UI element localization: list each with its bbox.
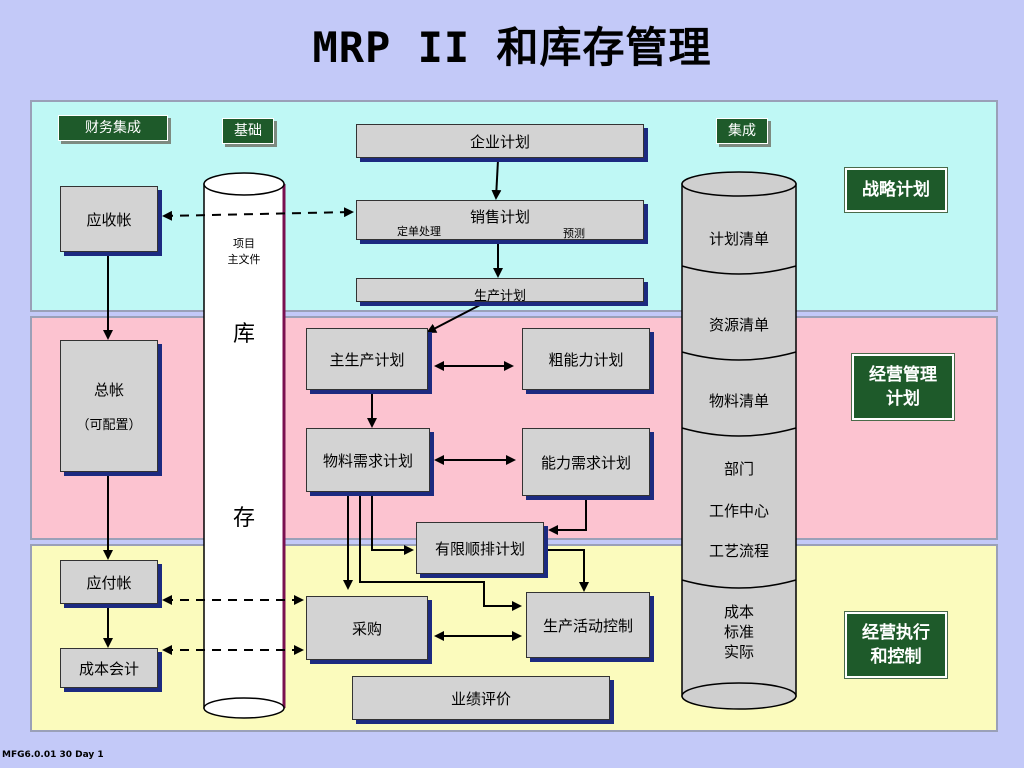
capacity-requirements-box: 能力需求计划: [522, 428, 650, 496]
general-ledger-label: 总帐: [93, 381, 124, 399]
page-title: MRP II 和库存管理: [312, 23, 712, 72]
purchasing-box: 采购: [306, 596, 428, 660]
inventory-char-cun: 存: [232, 506, 255, 531]
mrp-box: 物料需求计划: [306, 428, 430, 492]
forecast-label: 预测: [563, 227, 585, 240]
execution-control-label: 经营执行 和控制: [845, 612, 947, 678]
work-center-label: 工作中心: [708, 502, 769, 520]
production-plan-label: 生产计划: [473, 288, 526, 304]
sales-plan-label: 销售计划: [469, 207, 530, 226]
rough-cut-capacity-box: 粗能力计划: [522, 328, 650, 390]
business-plan-label: 企业计划: [469, 132, 530, 151]
performance-label: 业绩评价: [450, 689, 511, 708]
general-ledger-note: （可配置）: [76, 418, 142, 433]
accounts-payable-box: 应付帐: [60, 560, 158, 604]
strategic-plan-text: 战略计划: [862, 180, 930, 200]
accounts-receivable-box: 应收帐: [60, 186, 158, 252]
execution-control-text: 经营执行 和控制: [862, 623, 930, 667]
sales-plan-box: 销售计划 定单处理 预测: [356, 200, 644, 240]
finite-scheduling-box: 有限顺排计划: [416, 522, 544, 574]
finite-scheduling-label: 有限顺排计划: [434, 539, 525, 558]
production-activity-control-box: 生产活动控制: [526, 592, 650, 658]
mrp-label: 物料需求计划: [322, 451, 413, 470]
foundation-tag: 基础: [222, 118, 274, 144]
integration-tag: 集成: [716, 118, 768, 144]
operation-plan-text: 经营管理 计划: [869, 365, 937, 409]
cost-accounting-box: 成本会计: [60, 648, 158, 688]
purchasing-label: 采购: [351, 619, 382, 638]
master-production-schedule-box: 主生产计划: [306, 328, 428, 390]
item-master-label: 项目 主文件: [227, 237, 261, 266]
database-cylinder: [681, 171, 797, 710]
production-plan-box: 生产计划: [356, 278, 644, 304]
strategic-plan-label: 战略计划: [845, 168, 947, 212]
pac-label: 生产活动控制: [542, 616, 633, 635]
accounts-payable-label: 应付帐: [86, 573, 132, 592]
cost-accounting-label: 成本会计: [78, 659, 139, 678]
finance-integration-tag: 财务集成: [58, 115, 168, 141]
crp-label: 能力需求计划: [540, 453, 631, 472]
footer-code: MFG6.0.01 30 Day 1: [2, 750, 104, 760]
planning-bill-label: 计划清单: [708, 230, 769, 248]
cost-standard-actual-label: 成本 标准 实际: [723, 603, 754, 661]
inventory-char-ku: 库: [232, 322, 255, 347]
general-ledger-box: 总帐 （可配置）: [60, 340, 158, 472]
operation-plan-label: 经营管理 计划: [852, 354, 954, 420]
inventory-cylinder: [203, 172, 286, 719]
mps-label: 主生产计划: [329, 350, 405, 369]
performance-evaluation-box: 业绩评价: [352, 676, 610, 720]
order-processing-label: 定单处理: [397, 225, 441, 238]
department-label: 部门: [723, 460, 754, 478]
routing-label: 工艺流程: [708, 542, 769, 560]
resource-bill-label: 资源清单: [708, 316, 769, 334]
accounts-receivable-label: 应收帐: [86, 210, 132, 229]
business-plan-box: 企业计划: [356, 124, 644, 158]
bom-label: 物料清单: [708, 392, 769, 410]
rccp-label: 粗能力计划: [548, 350, 624, 369]
